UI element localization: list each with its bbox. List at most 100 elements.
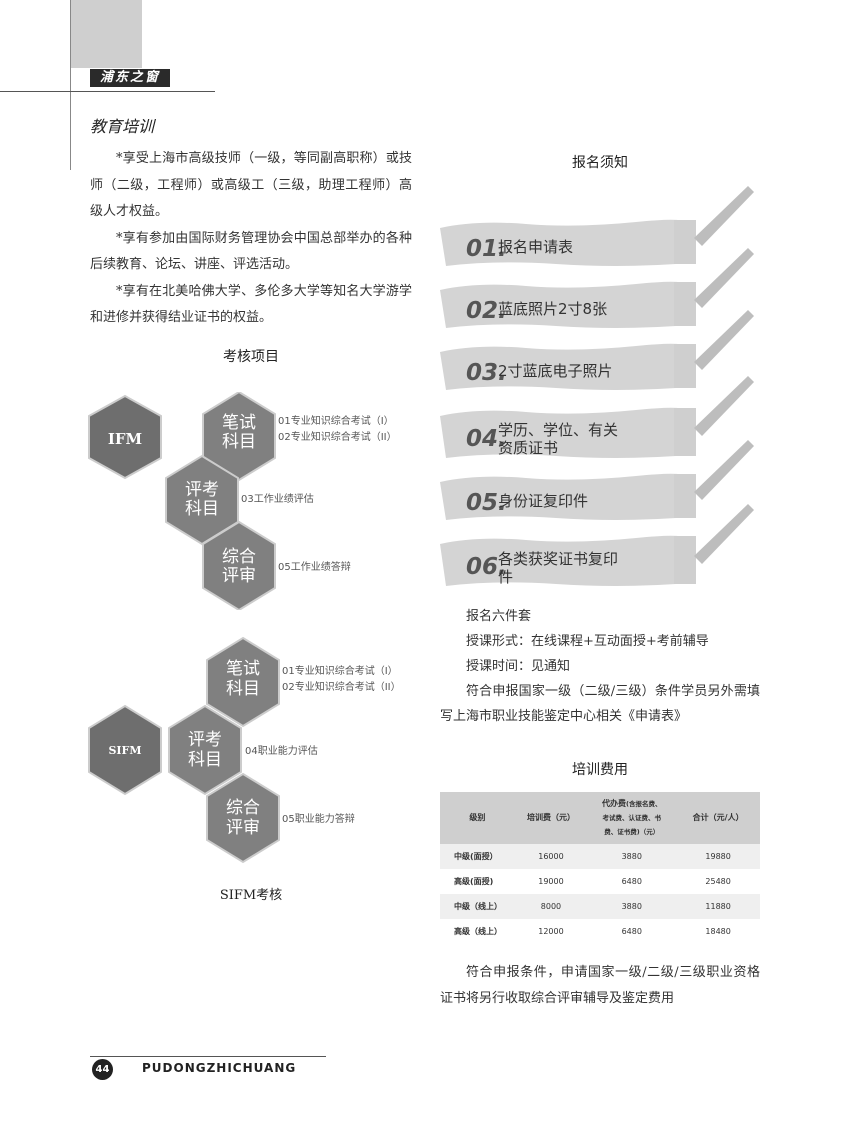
brush-bristles bbox=[674, 220, 696, 264]
ifm-review-hex bbox=[202, 520, 276, 610]
brush-label-6: 各类获奖证书复印 bbox=[498, 550, 618, 568]
fees-title: 培训费用 bbox=[572, 762, 628, 778]
header-vertical-rule bbox=[70, 0, 71, 170]
sifm-written-item-1: 01专业知识综合考试（I） bbox=[282, 664, 398, 677]
brush-handle bbox=[694, 186, 754, 246]
brush-item-6: 06. 各类获奖证书复印 件 bbox=[440, 504, 754, 586]
brush-num-2: 02. bbox=[466, 298, 507, 324]
header-gray-block bbox=[70, 0, 142, 68]
fees-table: 级别 培训费（元） 代办费(含报名费、 考试费、认证费、书 费、证书费)（元） … bbox=[440, 792, 760, 944]
sifm-review-line1: 综合 bbox=[226, 798, 260, 818]
sifm-center-hex bbox=[88, 704, 162, 796]
section-title: 教育培训 bbox=[90, 117, 155, 136]
page-number: 44 bbox=[92, 1059, 113, 1080]
sifm-review-line2: 评审 bbox=[226, 818, 260, 838]
fees-header-training: 培训费（元） bbox=[514, 792, 588, 844]
brush-handle bbox=[694, 376, 754, 436]
registration-notes: 报名六件套 授课形式：在线课程+互动面授+考前辅导 授课时间：见通知 符合申报国… bbox=[440, 604, 760, 729]
brush-handle bbox=[694, 310, 754, 370]
brush-num-4: 04. bbox=[466, 426, 507, 452]
brush-item-2: 02. 蓝底照片2寸8张 bbox=[440, 248, 754, 328]
sifm-review-hex bbox=[206, 772, 280, 864]
benefit-2: *享有参加由国际财务管理协会中国总部举办的各种后续教育、论坛、讲座、评选活动。 bbox=[90, 230, 412, 273]
sifm-review-item: 05职业能力答辩 bbox=[282, 812, 355, 825]
footer-rule bbox=[90, 1056, 326, 1057]
benefits-text: *享受上海市高级技师（一级，等同副高职称）或技师（二级，工程师）或高级工（三级，… bbox=[90, 146, 412, 332]
note-3: 授课时间：见通知 bbox=[466, 659, 571, 674]
brush-item-1: 01. 报名申请表 bbox=[440, 186, 754, 266]
ifm-review-item: 05工作业绩答辩 bbox=[278, 560, 351, 573]
sifm-eval-hex bbox=[168, 704, 242, 796]
brush-item-5: 05. 身份证复印件 bbox=[440, 440, 754, 520]
ifm-eval-line1: 评考 bbox=[185, 480, 219, 500]
brush-num-3: 03. bbox=[466, 360, 507, 386]
ifm-written-item-2: 02专业知识综合考试（II） bbox=[278, 430, 397, 443]
assessment-title: 考核项目 bbox=[223, 349, 279, 365]
brush-stroke bbox=[440, 407, 684, 458]
brush-label-4b: 资质证书 bbox=[498, 439, 558, 457]
brush-handle bbox=[694, 248, 754, 308]
brush-num-5: 05. bbox=[466, 490, 507, 516]
brush-stroke bbox=[440, 343, 684, 390]
sifm-written-hex bbox=[206, 636, 280, 728]
brush-num-6: 06. bbox=[466, 554, 507, 580]
ifm-center-hex bbox=[88, 394, 162, 480]
sifm-written-item-2: 02专业知识综合考试（II） bbox=[282, 680, 401, 693]
ifm-center-label: IFM bbox=[108, 430, 142, 448]
sifm-eval-line1: 评考 bbox=[188, 730, 222, 750]
brush-stroke bbox=[440, 473, 684, 520]
ifm-written-line1: 笔试 bbox=[222, 413, 256, 433]
fees-header-row: 级别 培训费（元） 代办费(含报名费、 考试费、认证费、书 费、证书费)（元） … bbox=[440, 792, 760, 844]
benefit-1: *享受上海市高级技师（一级，等同副高职称）或技师（二级，工程师）或高级工（三级，… bbox=[90, 151, 412, 219]
table-row: 高级(面授) 19000 6480 25480 bbox=[454, 877, 731, 886]
brush-label-3: 2寸蓝底电子照片 bbox=[498, 362, 613, 380]
sifm-center-label: SIFM bbox=[108, 744, 141, 757]
brush-bristles bbox=[674, 344, 696, 388]
ifm-eval-line2: 科目 bbox=[185, 499, 219, 519]
brush-bristles bbox=[674, 536, 696, 584]
brush-label-5: 身份证复印件 bbox=[498, 492, 588, 510]
brush-item-3: 03. 2寸蓝底电子照片 bbox=[440, 310, 754, 390]
brand-logo: 浦东之窗 bbox=[90, 69, 170, 87]
ifm-review-line2: 评审 bbox=[222, 566, 256, 586]
table-row: 高级（线上） 12000 6480 18480 bbox=[454, 927, 731, 936]
brush-bristles bbox=[674, 282, 696, 326]
table-row: 中级（线上） 8000 3880 11880 bbox=[440, 894, 760, 919]
note-2: 授课形式：在线课程+互动面授+考前辅导 bbox=[466, 634, 709, 649]
benefit-3: *享有在北美哈佛大学、多伦多大学等知名大学游学和进修并获得结业证书的权益。 bbox=[90, 283, 412, 326]
footer-title: PUDONGZHICHUANG bbox=[142, 1061, 297, 1075]
registration-title: 报名须知 bbox=[572, 155, 628, 171]
ifm-review-line1: 综合 bbox=[222, 547, 256, 567]
note-4: 符合申报国家一级（二级/三级）条件学员另外需填写上海市职业技能鉴定中心相关《申请… bbox=[440, 684, 760, 724]
sifm-eval-item: 04职业能力评估 bbox=[245, 744, 318, 757]
brush-bristles bbox=[674, 474, 696, 518]
sifm-eval-line2: 科目 bbox=[188, 750, 222, 770]
brush-stroke bbox=[440, 535, 684, 586]
brush-bristles bbox=[674, 408, 696, 456]
fees-header-total: 合计（元/人） bbox=[676, 792, 760, 844]
brush-stroke bbox=[440, 281, 684, 328]
ifm-eval-item: 03工作业绩评估 bbox=[241, 492, 314, 505]
ifm-diagram: IFM 笔试 科目 评考 科目 综合 评审 01专业知识综合考试（I） 02专业… bbox=[88, 392, 397, 610]
brush-handle bbox=[694, 440, 754, 500]
registration-brushes: 01. 报名申请表 02. 蓝底照片2寸8张 03. 2寸蓝底电子照片 04. … bbox=[440, 186, 754, 586]
brush-label-4: 学历、学位、有关 bbox=[498, 421, 618, 439]
closing-paragraph: 符合申报条件，申请国家一级/二级/三级职业资格证书将另行收取综合评审辅导及鉴定费… bbox=[440, 965, 760, 1006]
table-row: 中级(面授） 16000 3880 19880 bbox=[440, 844, 760, 869]
brush-label-1: 报名申请表 bbox=[498, 238, 573, 256]
brush-label-6b: 件 bbox=[498, 568, 513, 586]
brush-stroke bbox=[440, 219, 684, 266]
header-horizontal-rule bbox=[0, 91, 215, 92]
brush-label-2: 蓝底照片2寸8张 bbox=[498, 300, 607, 318]
ifm-written-item-1: 01专业知识综合考试（I） bbox=[278, 414, 394, 427]
ifm-written-line2: 科目 bbox=[222, 432, 256, 452]
note-1: 报名六件套 bbox=[466, 609, 532, 624]
sifm-diagram: SIFM 笔试 科目 评考 科目 综合 评审 01专业知识综合考试（I） 02专… bbox=[88, 636, 401, 864]
sifm-written-line1: 笔试 bbox=[226, 659, 260, 679]
brush-handle bbox=[694, 504, 754, 564]
brush-num-1: 01. bbox=[466, 236, 507, 262]
sifm-written-line2: 科目 bbox=[226, 679, 260, 699]
closing-text: 符合申报条件，申请国家一级/二级/三级职业资格证书将另行收取综合评审辅导及鉴定费… bbox=[440, 960, 760, 1012]
fees-header-level: 级别 bbox=[440, 792, 515, 844]
fees-header-agency: 代办费(含报名费、 考试费、认证费、书 费、证书费)（元） bbox=[587, 792, 677, 844]
